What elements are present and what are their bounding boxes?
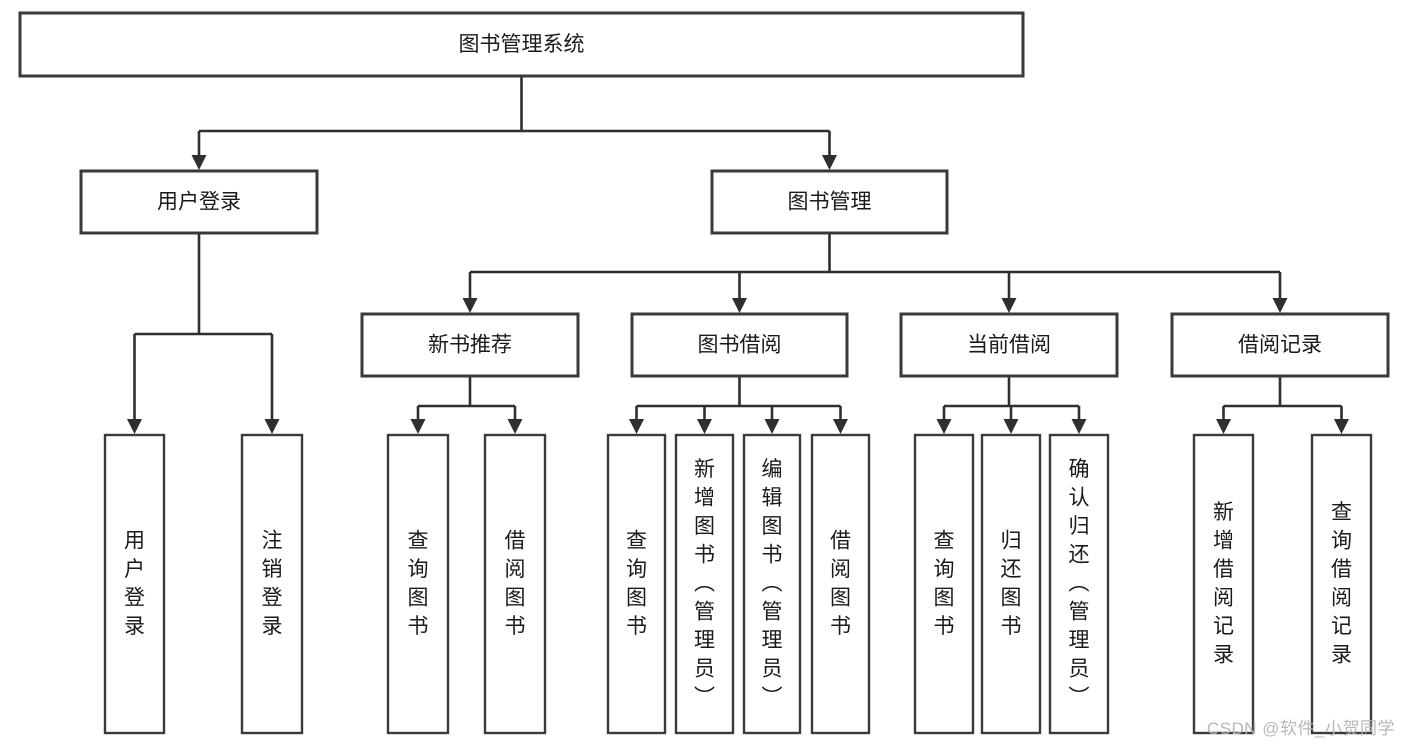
node-box[interactable] (710, 169, 949, 235)
arrow-head-icon (936, 419, 952, 434)
arrow-head-icon (1071, 419, 1087, 434)
node-label: 图书管理 (788, 191, 872, 214)
node-box[interactable] (674, 433, 735, 735)
node-label: 借阅图书 (505, 529, 526, 638)
connector-layer (127, 76, 1349, 434)
node-label: 图书管理系统 (459, 33, 585, 56)
node-box[interactable] (742, 433, 802, 735)
node-box[interactable] (79, 169, 319, 235)
node-label: 归还图书 (1001, 529, 1022, 638)
node-leaf-query-book-3[interactable]: 查询图书 (913, 433, 975, 735)
connector-group (191, 76, 837, 170)
node-leaf-borrow-book-1[interactable]: 借阅图书 (483, 433, 547, 735)
node-box[interactable] (18, 11, 1025, 78)
arrow-head-icon (1001, 298, 1017, 313)
arrow-head-icon (1003, 419, 1019, 434)
node-label: 图书借阅 (698, 334, 782, 357)
node-leaf-logout[interactable]: 注销登录 (240, 433, 304, 735)
node-label: 编辑图书︵管理员︶ (762, 458, 783, 709)
arrow-head-icon (127, 419, 142, 434)
csdn-watermark: CSDN @软件_小贺同学 (1206, 719, 1395, 738)
node-box[interactable] (360, 312, 580, 378)
arrow-head-icon (822, 155, 837, 170)
arrow-head-icon (629, 419, 644, 434)
connector-group (462, 233, 1288, 313)
arrow-head-icon (191, 155, 207, 170)
node-label: 查询图书 (626, 529, 647, 638)
node-box[interactable] (1310, 433, 1373, 735)
node-label: 用户登录 (157, 191, 241, 214)
node-book-manage[interactable]: 图书管理 (710, 169, 949, 235)
node-label: 新增借阅记录 (1213, 501, 1234, 667)
arrow-head-icon (1272, 298, 1288, 313)
connector-group (936, 376, 1087, 434)
node-box[interactable] (386, 433, 450, 735)
node-leaf-query-book-2[interactable]: 查询图书 (606, 433, 667, 735)
node-box[interactable] (913, 433, 975, 735)
node-leaf-add-book[interactable]: 新增图书︵管理员︶ (674, 433, 735, 735)
node-label: 查询图书 (408, 529, 429, 638)
node-leaf-add-record[interactable]: 新增借阅记录 (1192, 433, 1255, 735)
node-box[interactable] (899, 312, 1119, 378)
node-label: 新书推荐 (428, 334, 512, 357)
node-box[interactable] (103, 433, 166, 735)
connector-group (127, 233, 280, 434)
node-box[interactable] (606, 433, 667, 735)
node-box[interactable] (1192, 433, 1255, 735)
node-user-login[interactable]: 用户登录 (79, 169, 319, 235)
node-borrow-record[interactable]: 借阅记录 (1170, 312, 1390, 378)
connector-group (1216, 376, 1349, 434)
node-label: 新增图书︵管理员︶ (694, 458, 715, 709)
arrow-head-icon (732, 298, 747, 313)
node-leaf-query-record[interactable]: 查询借阅记录 (1310, 433, 1373, 735)
node-new-book-rec[interactable]: 新书推荐 (360, 312, 580, 378)
arrow-head-icon (507, 419, 523, 434)
node-label: 借阅图书 (830, 529, 851, 638)
arrow-head-icon (264, 419, 280, 434)
node-label: 当前借阅 (967, 334, 1051, 357)
arrow-head-icon (1216, 419, 1231, 434)
node-leaf-borrow-book-2[interactable]: 借阅图书 (810, 433, 871, 735)
arrow-head-icon (764, 419, 780, 434)
node-label: 借阅记录 (1238, 334, 1322, 357)
arrow-head-icon (1334, 419, 1349, 434)
node-root[interactable]: 图书管理系统 (18, 11, 1025, 78)
node-label: 注销登录 (262, 529, 283, 638)
arrow-head-icon (697, 419, 712, 434)
node-leaf-user-login[interactable]: 用户登录 (103, 433, 166, 735)
connector-group (629, 376, 848, 434)
arrow-head-icon (410, 419, 426, 434)
connector-group (410, 376, 523, 434)
node-leaf-return-book[interactable]: 归还图书 (980, 433, 1042, 735)
node-layer: 图书管理系统用户登录图书管理新书推荐图书借阅当前借阅借阅记录用户登录注销登录查询… (18, 11, 1390, 735)
node-label: 查询图书 (934, 529, 955, 638)
node-box[interactable] (1170, 312, 1390, 378)
node-leaf-query-book-1[interactable]: 查询图书 (386, 433, 450, 735)
node-box[interactable] (810, 433, 871, 735)
node-label: 确认归还︵管理员︶ (1069, 458, 1090, 709)
arrow-head-icon (833, 419, 848, 434)
arrow-head-icon (462, 298, 478, 313)
node-leaf-edit-book[interactable]: 编辑图书︵管理员︶ (742, 433, 802, 735)
node-box[interactable] (1048, 433, 1110, 735)
node-current-borrow[interactable]: 当前借阅 (899, 312, 1119, 378)
node-box[interactable] (240, 433, 304, 735)
node-box[interactable] (980, 433, 1042, 735)
node-box[interactable] (630, 312, 849, 378)
node-box[interactable] (483, 433, 547, 735)
node-label: 查询借阅记录 (1331, 501, 1352, 667)
node-book-borrow[interactable]: 图书借阅 (630, 312, 849, 378)
node-label: 用户登录 (124, 529, 145, 638)
node-leaf-confirm-return[interactable]: 确认归还︵管理员︶ (1048, 433, 1110, 735)
